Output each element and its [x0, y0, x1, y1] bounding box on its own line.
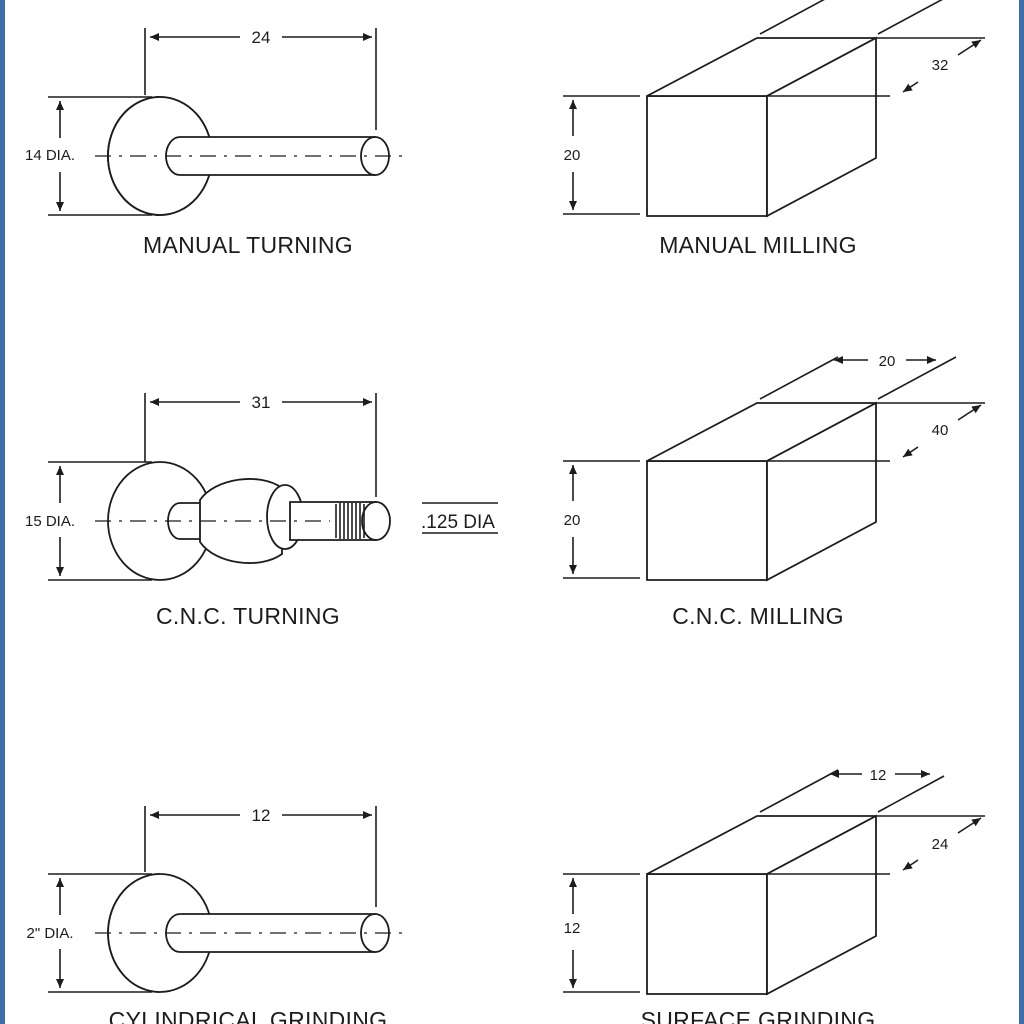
surface-grinding-width-dim: 12	[759, 767, 945, 813]
manual-milling-depth-label: 32	[932, 57, 949, 74]
cnc-turning-panel: 31 15 DIA. .125 DIA C.N.C. TURNING	[25, 393, 498, 629]
left-border	[0, 0, 5, 1024]
surface-grinding-depth-label: 24	[932, 836, 949, 853]
manual-turning-length-dim: 24	[144, 28, 377, 130]
manual-turning-panel: 24 14 DIA. MANUAL TURNING	[25, 28, 408, 258]
manual-turning-length-label: 24	[252, 28, 271, 47]
manual-milling-height-dim: 20	[563, 95, 640, 215]
thread-callout-label: .125 DIA	[421, 512, 495, 533]
cnc-milling-depth-label: 40	[932, 422, 949, 439]
cnc-turning-diameter-label: 15 DIA.	[25, 513, 75, 530]
manual-turning-caption: MANUAL TURNING	[143, 232, 353, 258]
manual-turning-diameter-dim: 14 DIA.	[25, 96, 152, 216]
cylindrical-grinding-diameter-label: 2" DIA.	[26, 925, 73, 942]
cylindrical-grinding-caption: CYLINDRICAL GRINDING	[109, 1007, 388, 1024]
cnc-milling-width-dim: 20	[759, 353, 957, 400]
surface-grinding-height-label: 12	[564, 920, 581, 937]
surface-grinding-caption: SURFACE GRINDING	[641, 1007, 876, 1024]
manual-turning-part	[95, 96, 408, 216]
cnc-milling-height-dim: 20	[563, 460, 640, 579]
thread-lines	[335, 503, 365, 539]
right-border	[1019, 0, 1024, 1024]
cnc-milling-height-label: 20	[564, 512, 581, 529]
cnc-milling-width-label: 20	[879, 353, 896, 370]
surface-grinding-width-label: 12	[870, 767, 887, 784]
cnc-milling-panel: 20 40 20 C.N.C. MILLING	[563, 353, 985, 629]
surface-grinding-depth-dim: 24	[768, 815, 985, 875]
manual-milling-height-label: 20	[564, 147, 581, 164]
manual-turning-diameter-label: 14 DIA.	[25, 147, 75, 164]
cnc-turning-length-dim: 31	[144, 393, 377, 497]
surface-grinding-block	[646, 814, 877, 996]
manual-milling-block	[646, 36, 877, 218]
cnc-turning-length-label: 31	[252, 393, 271, 412]
surface-grinding-height-dim: 12	[563, 873, 640, 993]
thread-callout: .125 DIA	[421, 502, 498, 534]
cylindrical-grinding-length-label: 12	[252, 806, 271, 825]
surface-grinding-panel: 12 24 12 SURFACE GRINDING	[563, 767, 985, 1024]
cnc-turning-part	[95, 461, 391, 581]
cnc-milling-caption: C.N.C. MILLING	[672, 603, 844, 629]
cnc-milling-block	[646, 401, 877, 582]
manual-milling-width-dim	[759, 0, 943, 35]
cylindrical-grinding-diameter-dim: 2" DIA.	[26, 873, 152, 993]
cnc-turning-diameter-dim: 15 DIA.	[25, 461, 152, 581]
cylindrical-grinding-length-dim: 12	[144, 806, 377, 907]
manual-milling-caption: MANUAL MILLING	[659, 232, 857, 258]
manual-milling-depth-dim: 32	[768, 37, 985, 97]
cnc-milling-depth-dim: 40	[768, 402, 985, 462]
cylindrical-grinding-part	[95, 873, 408, 993]
cnc-turning-caption: C.N.C. TURNING	[156, 603, 340, 629]
manual-milling-panel: 32 20 MANUAL MILLING	[563, 0, 985, 258]
cylindrical-grinding-panel: 12 2" DIA. CYLINDRICAL GRINDING	[26, 806, 408, 1024]
